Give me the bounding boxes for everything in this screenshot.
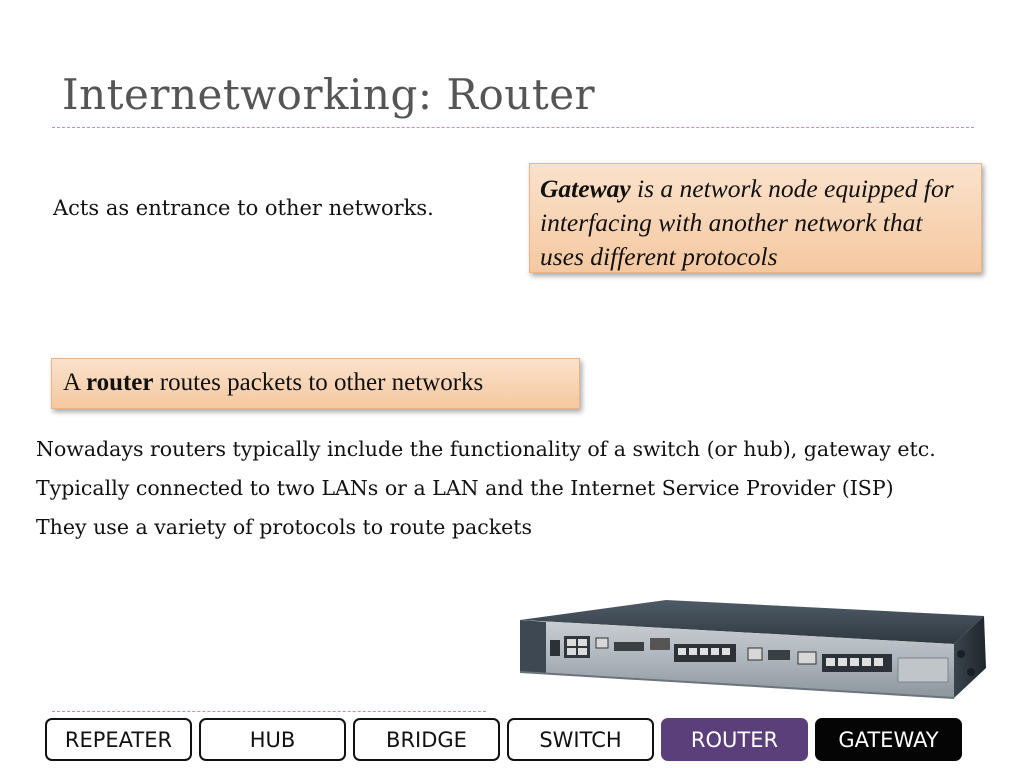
nav-button-router[interactable]: ROUTER	[661, 718, 808, 761]
nav-button-switch[interactable]: SWITCH	[507, 718, 654, 761]
device-nav: REPEATER HUB BRIDGE SWITCH ROUTER GATEWA…	[45, 718, 965, 762]
gateway-term: Gateway	[540, 174, 631, 203]
router-definition-callout: A router routes packets to other network…	[51, 358, 580, 409]
bullet-item: They use a variety of protocols to route…	[36, 515, 533, 539]
footer-divider	[52, 711, 486, 712]
gateway-definition-callout: Gateway is a network node equipped for i…	[529, 163, 982, 273]
title-divider	[52, 127, 974, 128]
router-definition-prefix: A	[63, 369, 86, 396]
bullet-list: Nowadays routers typically include the f…	[36, 434, 966, 551]
nav-button-repeater[interactable]: REPEATER	[45, 718, 192, 761]
router-definition-text: routes packets to other networks	[153, 369, 484, 396]
gateway-definition-text: is a network node equipped for interfaci…	[540, 174, 954, 271]
bullet-item: Typically connected to two LANs or a LAN…	[36, 476, 894, 500]
nav-button-bridge[interactable]: BRIDGE	[353, 718, 500, 761]
slide-title: Internetworking: Router	[62, 70, 596, 119]
intro-text: Acts as entrance to other networks.	[53, 196, 434, 220]
router-term: router	[85, 369, 154, 396]
router-device-icon	[519, 600, 986, 699]
bullet-item: Nowadays routers typically include the f…	[36, 437, 936, 461]
nav-button-gateway[interactable]: GATEWAY	[815, 718, 962, 761]
nav-button-hub[interactable]: HUB	[199, 718, 346, 761]
